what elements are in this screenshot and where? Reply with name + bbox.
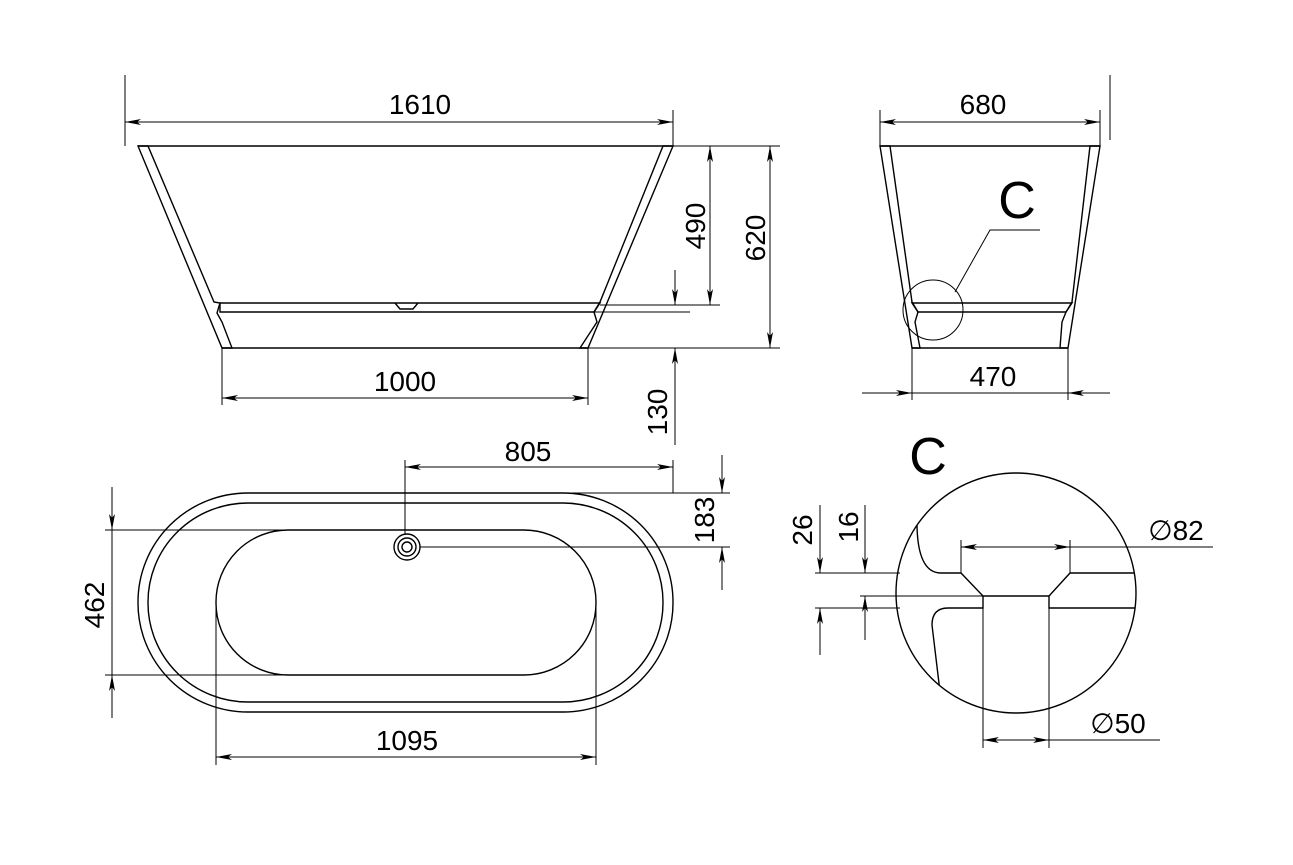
dim-16: 16 (833, 511, 864, 542)
dim-1000: 1000 (374, 366, 436, 397)
dim-620: 620 (740, 215, 771, 262)
dim-1095: 1095 (376, 725, 438, 756)
dim-183: 183 (689, 497, 720, 544)
dim-26: 26 (787, 514, 818, 545)
dim-diameter-82: ∅82 (1148, 515, 1204, 546)
dim-462: 462 (79, 582, 110, 629)
dim-1610: 1610 (389, 89, 451, 120)
dim-680: 680 (960, 89, 1007, 120)
dim-490: 490 (680, 203, 711, 250)
dim-130: 130 (642, 389, 673, 436)
plan-view: 805 183 462 1095 (79, 436, 730, 765)
detail-c-title: C (909, 428, 947, 486)
detail-c: C ∅82 ∅50 26 16 (787, 428, 1213, 748)
dim-470: 470 (970, 361, 1017, 392)
front-view: 1610 490 620 130 1000 (124, 75, 780, 445)
dim-805: 805 (505, 436, 552, 467)
side-view: 680 470 C (862, 75, 1111, 400)
detail-label-c: C (998, 172, 1036, 230)
dim-diameter-50: ∅50 (1090, 708, 1146, 739)
